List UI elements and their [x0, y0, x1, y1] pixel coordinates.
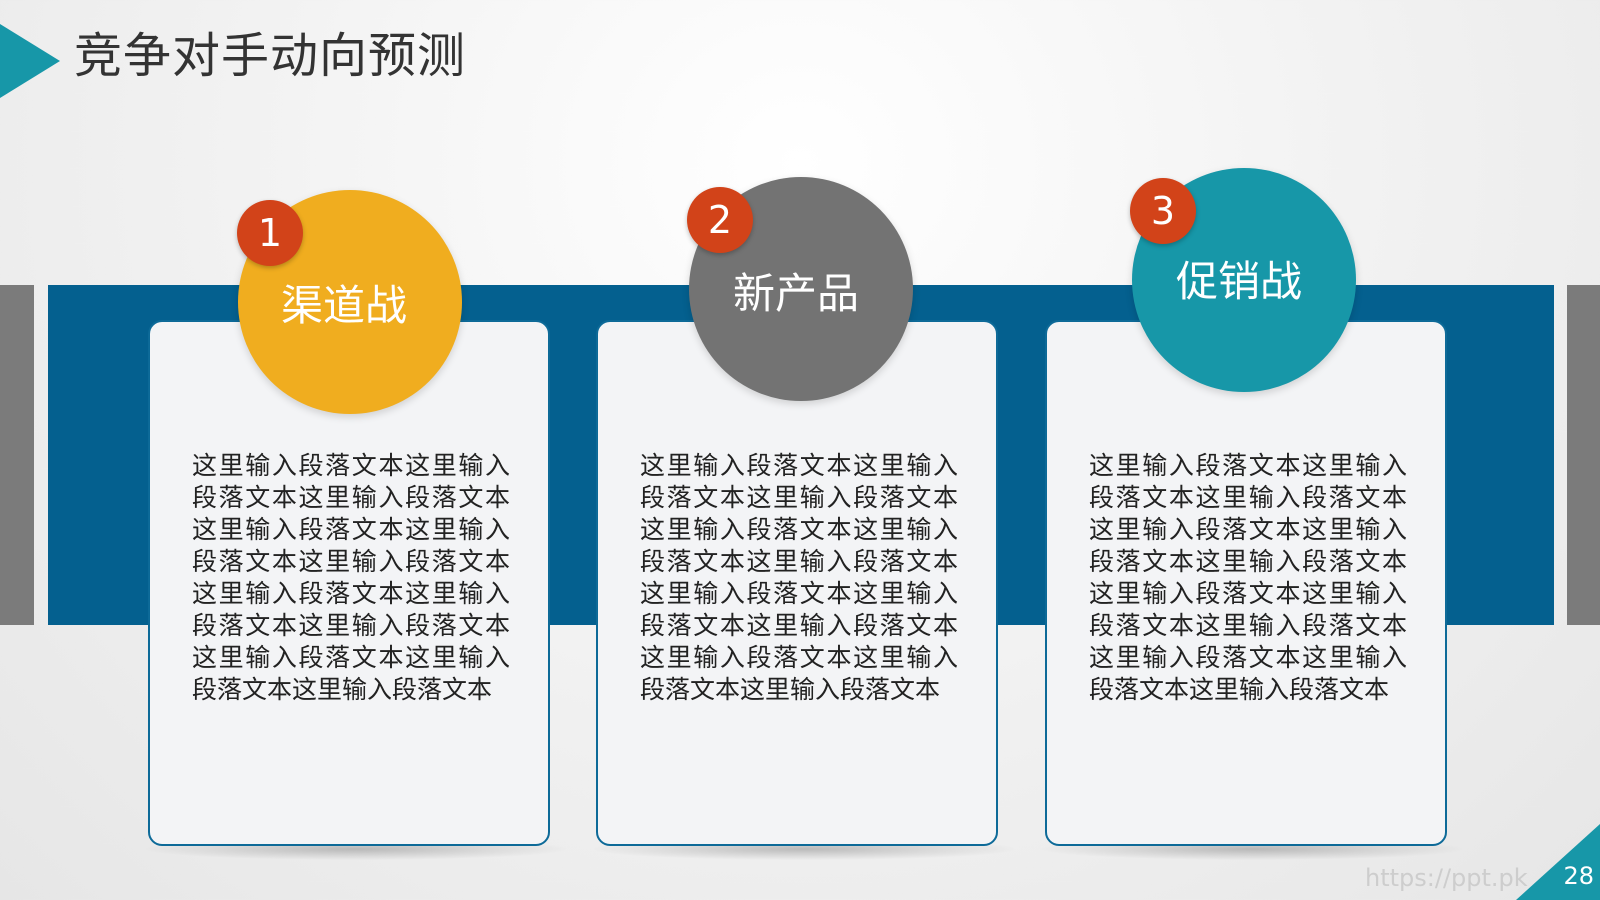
right-side-bar [1567, 285, 1600, 625]
card-3: 这里输入段落文本这里输入段落文本这里输入段落文本这里输入段落文本这里输入段落文本… [1045, 320, 1447, 846]
circle-2-label: 新产品 [732, 268, 859, 318]
badge-3: 3 [1130, 178, 1196, 244]
watermark-text: https://ppt.pk [1365, 864, 1528, 892]
page-title: 竞争对手动向预测 [74, 28, 467, 84]
corner-triangle-icon [1516, 824, 1600, 900]
page-number: 28 [1563, 862, 1594, 890]
circle-3-label: 促销战 [1175, 256, 1302, 306]
circle-1-label: 渠道战 [280, 280, 407, 330]
badge-1: 1 [237, 200, 303, 266]
badge-2: 2 [687, 187, 753, 253]
title-arrow-icon [0, 24, 60, 98]
card-1-text: 这里输入段落文本这里输入段落文本这里输入段落文本这里输入段落文本这里输入段落文本… [192, 451, 510, 704]
card-2-text: 这里输入段落文本这里输入段落文本这里输入段落文本这里输入段落文本这里输入段落文本… [640, 451, 958, 704]
left-side-bar [0, 285, 34, 625]
card-3-text: 这里输入段落文本这里输入段落文本这里输入段落文本这里输入段落文本这里输入段落文本… [1089, 451, 1407, 704]
card-2: 这里输入段落文本这里输入段落文本这里输入段落文本这里输入段落文本这里输入段落文本… [596, 320, 998, 846]
